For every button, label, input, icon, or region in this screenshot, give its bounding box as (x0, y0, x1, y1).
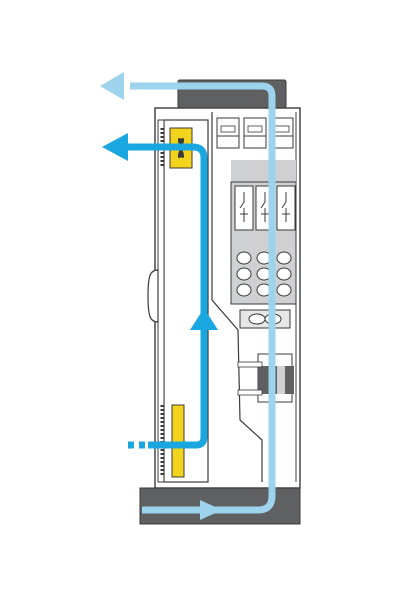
arrow-exhaust-side (102, 133, 128, 161)
mounting-plate-outline (211, 112, 263, 482)
terminal-6 (276, 267, 292, 281)
airflow-path-internal (130, 82, 276, 514)
fan-blade-left (248, 313, 266, 325)
breaker-5 (243, 135, 267, 149)
door-edge-strip (157, 119, 165, 483)
contactor-3-symbol (281, 192, 290, 222)
internal-fan (239, 309, 291, 329)
transformer-coil-right (285, 366, 294, 394)
top-breaker-row (216, 117, 294, 149)
airflow-path-door-channel (128, 143, 208, 449)
base-plinth (139, 487, 301, 525)
terminal-7 (236, 283, 252, 297)
door-handle (147, 269, 159, 323)
transformer-bracket-bottom (237, 389, 263, 396)
terminal-9 (276, 283, 292, 297)
terminal-4 (236, 267, 252, 281)
breaker-3-switch (274, 125, 290, 133)
transformer-bracket-top (237, 361, 263, 368)
fan-icon (178, 137, 184, 159)
breaker-2-switch (247, 125, 263, 133)
drive-module (230, 160, 297, 305)
transformer-core (277, 366, 285, 394)
drive-module-top-band (231, 160, 296, 182)
terminal-3 (276, 251, 292, 265)
breaker-4 (216, 135, 240, 149)
terminal-1 (236, 251, 252, 265)
contactor-1-symbol (239, 192, 248, 222)
breaker-1-switch (220, 125, 236, 133)
contactor-2-symbol (260, 192, 269, 222)
arrow-intake-bottom (200, 500, 222, 520)
intake-filter-grille (171, 404, 185, 478)
arrow-up-door-channel (190, 308, 218, 330)
arrow-exhaust-top (100, 72, 124, 100)
